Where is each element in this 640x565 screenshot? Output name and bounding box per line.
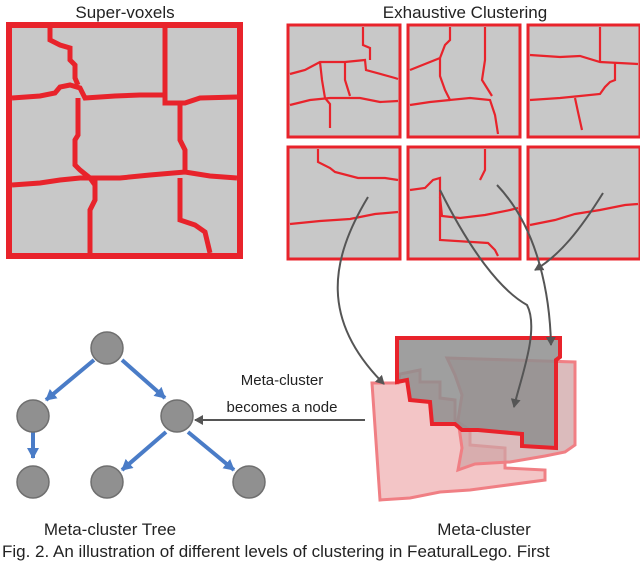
arrow-label-line1: Meta-cluster: [241, 372, 324, 389]
tree-node-right: [160, 399, 194, 433]
tree-node-left: [16, 399, 50, 433]
tree-edge: [120, 430, 168, 472]
exhaustive-clustering-title: Exhaustive Clustering: [383, 3, 547, 22]
tree-edge: [44, 358, 96, 402]
arrow-cell5b-to-metacluster: [439, 189, 533, 408]
supervoxels-title: Super-voxels: [75, 3, 174, 22]
tree-edge: [186, 430, 236, 472]
supervoxel-panel: [6, 22, 243, 259]
figure-caption: Fig. 2. An illustration of different lev…: [2, 542, 550, 561]
arrow-label-line2: becomes a node: [227, 399, 338, 416]
arrow-cell4-to-metacluster: [336, 196, 385, 385]
tree-title: Meta-cluster Tree: [44, 520, 176, 539]
metacluster-title: Meta-cluster: [437, 520, 531, 539]
meta-cluster-tree: [16, 331, 266, 499]
tree-edge: [120, 358, 167, 400]
tree-node-root: [90, 331, 124, 365]
arrow-cell6-to-metacluster: [534, 192, 604, 271]
meta-cluster-shapes: [370, 336, 577, 502]
tree-node-left-child: [16, 465, 50, 499]
tree-node-right-child-2: [232, 465, 266, 499]
exhaustive-grid: [286, 23, 640, 261]
tree-node-right-child-1: [90, 465, 124, 499]
